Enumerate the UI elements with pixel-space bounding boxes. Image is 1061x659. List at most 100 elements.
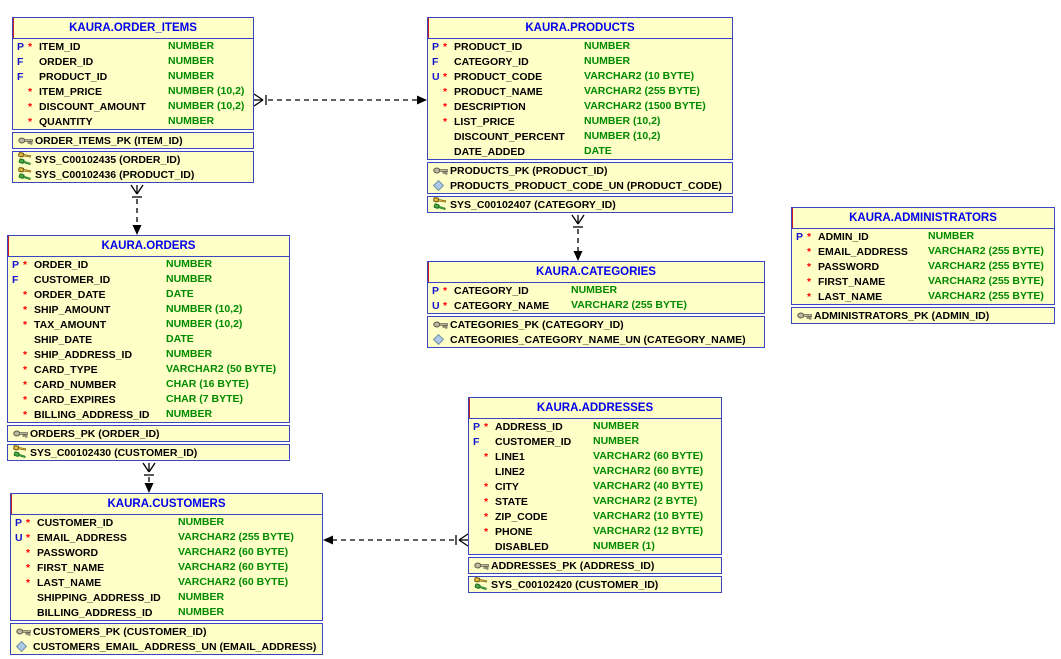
keys-row[interactable]: CATEGORIES_CATEGORY_NAME_UN (CATEGORY_NA… bbox=[428, 332, 764, 347]
keys-row[interactable]: ADMINISTRATORS_PK (ADMIN_ID) bbox=[792, 308, 1054, 323]
index-icon bbox=[18, 152, 32, 166]
arrow-head-icon bbox=[132, 225, 142, 235]
relationship-order-items-to-orders[interactable] bbox=[130, 184, 144, 235]
column-name: SHIPPING_ADDRESS_ID bbox=[37, 591, 161, 604]
column-name: ZIP_CODE bbox=[495, 510, 548, 523]
table-title[interactable]: KAURA.PRODUCTS bbox=[428, 18, 732, 39]
table-title[interactable]: KAURA.CATEGORIES bbox=[428, 262, 764, 283]
keys-row[interactable]: ORDERS_PK (ORDER_ID) bbox=[8, 426, 289, 441]
indexes-row[interactable]: SYS_C00102420 (CUSTOMER_ID) bbox=[469, 577, 721, 592]
table-title[interactable]: KAURA.CUSTOMERS bbox=[11, 494, 322, 515]
keys-row[interactable]: CUSTOMERS_EMAIL_ADDRESS_UN (EMAIL_ADDRES… bbox=[11, 639, 322, 654]
relationship-addresses-to-customers[interactable] bbox=[323, 533, 469, 547]
keys-row[interactable]: CUSTOMERS_PK (CUSTOMER_ID) bbox=[11, 624, 322, 639]
table-title[interactable]: KAURA.ADMINISTRATORS bbox=[792, 208, 1054, 229]
indexes-row[interactable]: SYS_C00102436 (PRODUCT_ID) bbox=[13, 167, 253, 182]
keys-row[interactable]: ADDRESSES_PK (ADDRESS_ID) bbox=[469, 558, 721, 573]
keys-row[interactable]: PRODUCTS_PRODUCT_CODE_UN (PRODUCT_CODE) bbox=[428, 178, 732, 193]
keys-label: ADMINISTRATORS_PK (ADMIN_ID) bbox=[814, 309, 990, 322]
table-title[interactable]: KAURA.ORDER_ITEMS bbox=[13, 18, 253, 39]
indexes-row[interactable]: SYS_C00102430 (CUSTOMER_ID) bbox=[8, 445, 289, 460]
column-name: ADMIN_ID bbox=[818, 230, 869, 243]
keys-row[interactable]: PRODUCTS_PK (PRODUCT_ID) bbox=[428, 163, 732, 178]
table-title[interactable]: KAURA.ADDRESSES bbox=[469, 398, 721, 419]
keys-row[interactable]: CATEGORIES_PK (CATEGORY_ID) bbox=[428, 317, 764, 332]
keys-row[interactable]: ORDER_ITEMS_PK (ITEM_ID) bbox=[13, 133, 253, 148]
indexes-row[interactable]: SYS_C00102407 (CATEGORY_ID) bbox=[428, 197, 732, 212]
column-name: LAST_NAME bbox=[37, 576, 102, 589]
column-datatype: VARCHAR2 (50 BYTE) bbox=[166, 363, 277, 375]
relationship-orders-to-customers[interactable] bbox=[142, 462, 156, 493]
column-name: QUANTITY bbox=[39, 115, 93, 128]
relationship-order-items-to-products[interactable] bbox=[253, 93, 427, 107]
column-name: CARD_EXPIRES bbox=[34, 393, 116, 406]
key-marker: P bbox=[796, 230, 804, 243]
table-title[interactable]: KAURA.ORDERS bbox=[8, 236, 289, 257]
key-marker: F bbox=[17, 55, 24, 68]
column-datatype: NUMBER bbox=[584, 40, 631, 52]
column-name: LINE1 bbox=[495, 450, 525, 463]
indexes-row[interactable]: SYS_C00102435 (ORDER_ID) bbox=[13, 152, 253, 167]
unique-constraint-icon bbox=[433, 180, 444, 191]
relationship-products-to-categories[interactable] bbox=[571, 214, 585, 261]
arrow-head-icon bbox=[417, 95, 427, 105]
table-keys-compartment: PRODUCTS_PK (PRODUCT_ID)PRODUCTS_PRODUCT… bbox=[427, 162, 733, 194]
